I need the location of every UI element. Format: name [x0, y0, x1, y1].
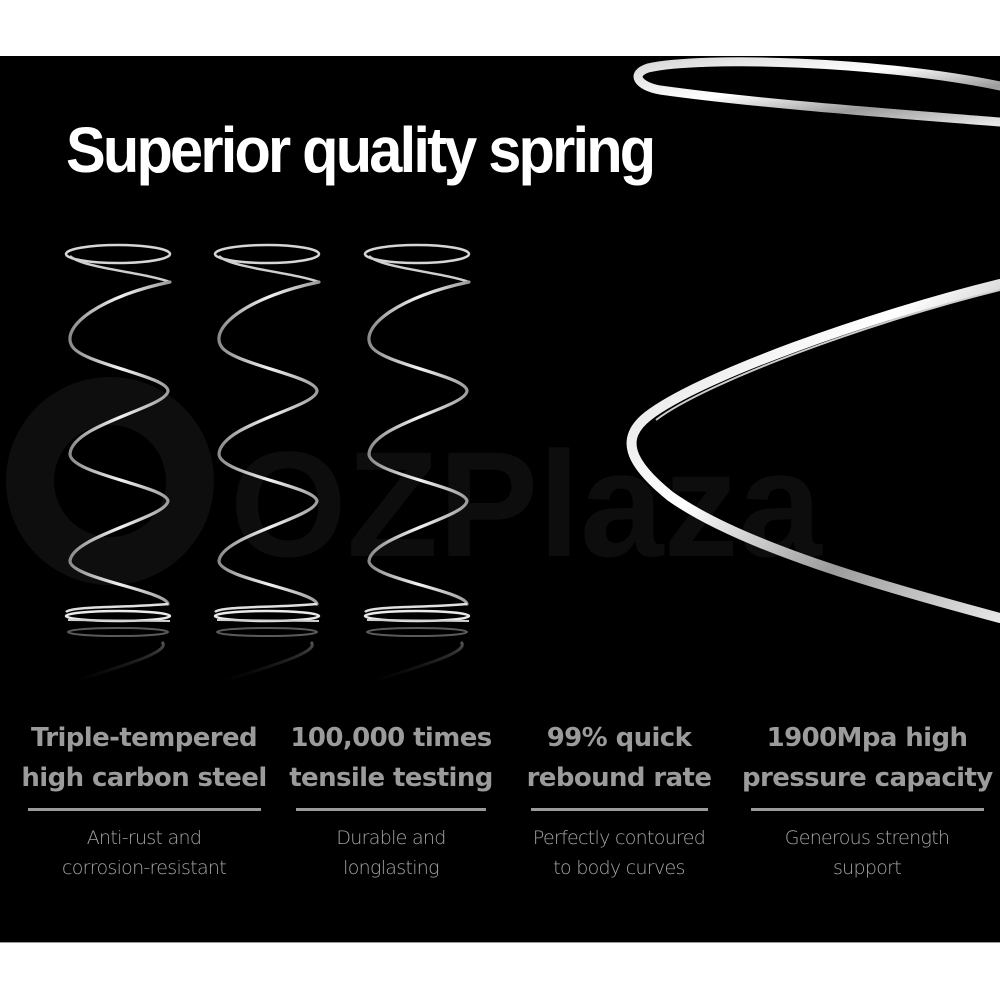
feature-divider — [296, 808, 486, 811]
banner-title: Superior quality spring — [66, 114, 656, 186]
feature-desc-line2: longlasting — [343, 857, 439, 879]
feature-rebound-rate: 99% quick rebound rate Perfectly contour… — [516, 718, 722, 883]
feature-pressure-capacity: 1900Mpa high pressure capacity Generous … — [742, 718, 993, 883]
feature-desc-line2: to body curves — [553, 857, 685, 879]
feature-heading-line2: rebound rate — [526, 763, 712, 793]
feature-heading-line2: tensile testing — [289, 763, 493, 793]
feature-desc-line1: Anti-rust and — [86, 827, 202, 849]
spring-2 — [213, 243, 321, 684]
feature-desc-line1: Generous strength — [784, 827, 950, 849]
feature-high-carbon-steel: Triple-tempered high carbon steel Anti-r… — [20, 718, 268, 883]
banner-panel: OZPlaza — [0, 56, 1000, 943]
feature-desc-line1: Durable and — [336, 827, 446, 849]
feature-divider — [27, 808, 261, 811]
feature-desc-line2: support — [832, 857, 902, 879]
feature-heading-line1: 99% quick — [546, 723, 692, 753]
springs-artwork — [64, 57, 1000, 684]
feature-tensile-testing: 100,000 times tensile testing Durable an… — [286, 718, 496, 883]
spring-3 — [363, 243, 471, 684]
spring-1 — [64, 243, 172, 684]
feature-divider — [750, 808, 984, 811]
feature-heading-line2: high carbon steel — [21, 763, 267, 793]
feature-heading-line1: 100,000 times — [290, 723, 492, 753]
feature-desc-line2: corrosion-resistant — [61, 857, 227, 879]
feature-heading-line1: Triple-tempered — [30, 723, 258, 753]
feature-heading-line2: pressure capacity — [742, 763, 993, 793]
feature-divider — [530, 808, 708, 811]
feature-desc-line1: Perfectly contoured — [532, 827, 706, 849]
feature-heading-line1: 1900Mpa high — [766, 723, 968, 753]
